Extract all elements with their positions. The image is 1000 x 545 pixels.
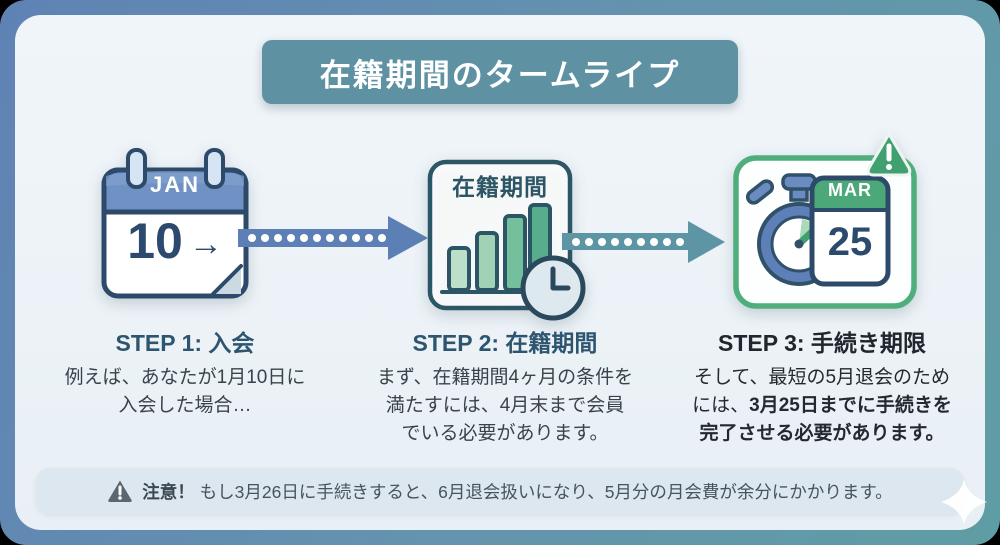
deadline-month-label: MAR: [828, 180, 872, 200]
step2-text-block: STEP 2: 在籍期間 まず、在籍期間4ヶ月の条件を 満たすには、4月末まで会…: [355, 328, 655, 448]
title-banner: 在籍期間のタームライプ: [262, 40, 738, 104]
membership-box-label: 在籍期間: [452, 174, 548, 200]
membership-growth-chart-icon: [427, 159, 586, 321]
caution-triangle-icon: [108, 480, 133, 502]
step1-heading: STEP 1: 入会: [115, 330, 255, 356]
step1-body-line: 例えば、あなたが1月10日に: [64, 367, 306, 388]
step3-body-line: そして、最短の5月退会のため: [693, 367, 951, 388]
step1-body-line: 入会した場合…: [118, 395, 252, 416]
step2-heading: STEP 2: 在籍期間: [412, 330, 598, 356]
sparkle-icon: [941, 479, 987, 525]
deadline-day-label: 25: [827, 220, 873, 264]
mar-calendar-card-icon: [809, 175, 891, 287]
step2-body-line: まず、在籍期間4ヶ月の条件を: [376, 367, 634, 388]
caution-note-text: 注意！ もし3月26日に手続きすると、6月退会扱いになり、5月分の月会費が余分に…: [142, 479, 892, 504]
caution-note-bar: 注意！ もし3月26日に手続きすると、6月退会扱いになり、5月分の月会費が余分に…: [36, 468, 964, 514]
step3-body-line: 完了させる必要があります。: [699, 423, 945, 444]
step2-body-line: 満たすには、4月末まで会員: [385, 395, 625, 416]
step3-text-block: STEP 3: 手続き期限 そして、最短の5月退会のため には、3月25日までに…: [672, 328, 972, 448]
step3-body-line: には、3月25日までに手続きを: [692, 395, 952, 416]
step2-body-line: でいる必要があります。: [401, 423, 609, 444]
page-title: 在籍期間のタームライプ: [319, 57, 681, 93]
calendar-jan-icon: [101, 148, 249, 299]
calendar-day-label: 10: [127, 213, 183, 269]
warning-triangle-icon: [866, 131, 912, 177]
caution-label: 注意！: [142, 481, 195, 502]
arrow-step2-to-step3-icon: [562, 221, 725, 263]
calendar-month-label: JAN: [149, 172, 200, 197]
caution-message: もし3月26日に手続きすると、6月退会扱いになり、5月分の月会費が余分にかかりま…: [199, 481, 893, 502]
step3-heading: STEP 3: 手続き期限: [718, 330, 926, 356]
right-arrow-glyph: →: [188, 225, 223, 263]
calendar-day-row: 10 →: [104, 216, 246, 266]
step1-text-block: STEP 1: 入会 例えば、あなたが1月10日に 入会した場合…: [35, 328, 335, 420]
arrow-step1-to-step2-icon: [238, 216, 428, 260]
stopwatch-deadline-icon: [733, 131, 917, 309]
